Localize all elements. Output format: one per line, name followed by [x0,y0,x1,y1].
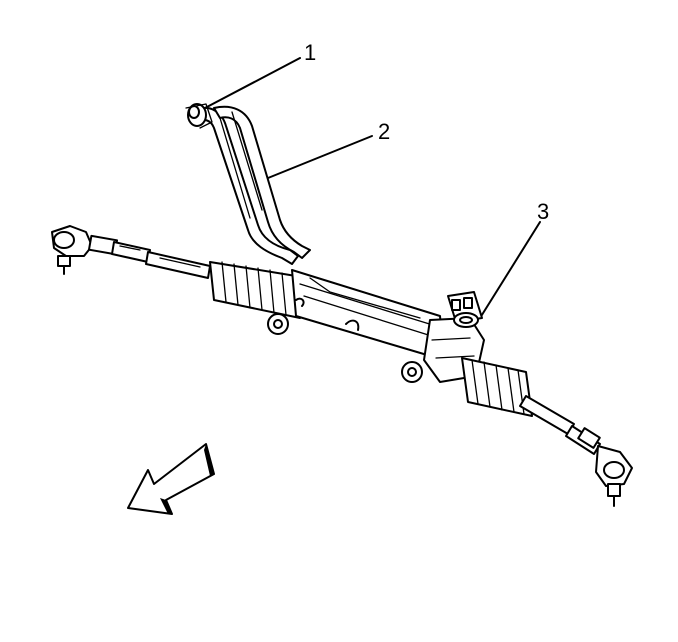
callout-1: 1 [304,40,317,65]
callout-2: 2 [378,119,391,144]
callout-3: 3 [537,199,550,224]
left-boot [209,261,301,319]
right-boot [461,357,533,417]
hydraulic-lines [185,103,311,265]
left-tie-rod-end [51,225,211,279]
leader-line-1 [204,57,301,109]
rack-housing [267,269,445,383]
right-tie-rod-end [519,395,633,507]
front-direction-arrow-icon [127,443,215,515]
leader-line-2 [267,135,373,179]
leader-line-3 [479,221,541,319]
